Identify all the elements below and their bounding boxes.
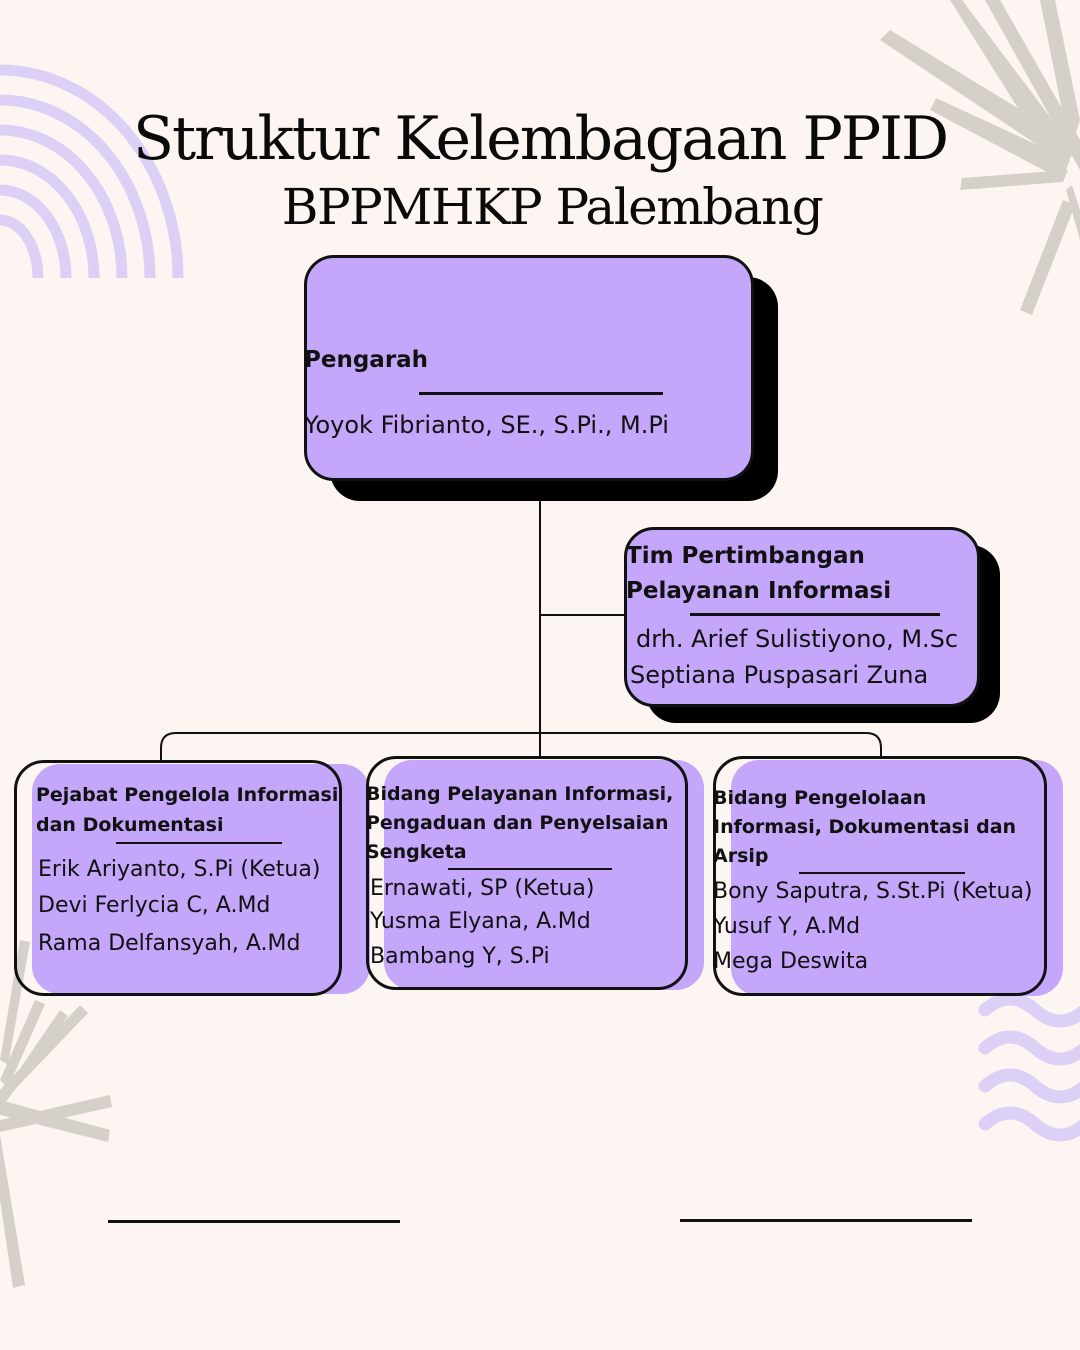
unit-heading-line: Arsip <box>713 845 769 867</box>
heading-divider <box>690 613 940 616</box>
tim-member-1: drh. Arief Sulistiyono, M.Sc <box>636 625 959 653</box>
box-pengarah: Pengarah Yoyok Fibrianto, SE., S.Pi., M.… <box>304 255 778 501</box>
unit-members: Bony Saputra, S.St.Pi (Ketua) Yusuf Y, A… <box>713 874 1055 979</box>
box-fill <box>32 764 370 994</box>
box-bidang-pengelolaan: Bidang Pengelolaan Informasi, Dokumentas… <box>713 756 1065 998</box>
tim-heading-line2: Pelayanan Informasi <box>626 578 892 604</box>
box-face <box>304 255 754 481</box>
starburst-bottom-left <box>0 940 112 1288</box>
unit-heading: Bidang Pelayanan Informasi, Pengaduan da… <box>366 780 704 867</box>
unit-member: Bony Saputra, S.St.Pi (Ketua) <box>713 879 1033 904</box>
unit-member: Devi Ferlycia C, A.Md <box>38 893 271 918</box>
unit-heading-line: Informasi, Dokumentasi dan <box>713 816 1017 838</box>
unit-member: Bambang Y, S.Pi <box>370 944 550 969</box>
branch-line-units <box>160 732 882 760</box>
tim-heading-line1: Tim Pertimbangan <box>626 543 865 569</box>
unit-member: Rama Delfansyah, A.Md <box>38 931 301 956</box>
unit-member: Erik Ariyanto, S.Pi (Ketua) <box>38 857 321 882</box>
unit-member: Yusma Elyana, A.Md <box>370 909 591 934</box>
box-outline <box>713 756 1047 996</box>
unit-heading-line: dan Dokumentasi <box>36 814 224 836</box>
box-fill <box>384 760 704 990</box>
page-title: Struktur Kelembagaan PPID <box>132 104 949 174</box>
signature-line-left <box>108 1220 400 1223</box>
waves-decoration <box>978 992 1080 1142</box>
unit-heading-line: Pejabat Pengelola Informasi <box>36 784 339 806</box>
arcs-decoration <box>0 64 184 279</box>
unit-heading: Pejabat Pengelola Informasi dan Dokument… <box>36 780 360 840</box>
tim-heading: Tim Pertimbangan Pelayanan Informasi <box>626 539 1006 609</box>
box-outline <box>14 760 342 996</box>
box-face <box>624 527 980 707</box>
box-fill <box>731 760 1063 996</box>
signature-line-right <box>680 1219 972 1222</box>
unit-members: Ernawati, SP (Ketua) Yusma Elyana, A.Md … <box>370 872 710 973</box>
box-tim-pertimbangan: Tim Pertimbangan Pelayanan Informasi drh… <box>624 527 1000 723</box>
unit-heading-line: Sengketa <box>366 841 467 863</box>
unit-heading-line: Bidang Pengelolaan <box>713 787 927 809</box>
unit-members: Erik Ariyanto, S.Pi (Ketua) Devi Ferlyci… <box>38 852 370 962</box>
unit-heading-line: Pengaduan dan Penyelsaian <box>366 812 669 834</box>
heading-divider <box>799 872 965 874</box>
unit-heading-line: Bidang Pelayanan Informasi, <box>366 783 674 805</box>
box-ppid: Pejabat Pengelola Informasi dan Dokument… <box>14 760 370 998</box>
unit-member: Ernawati, SP (Ketua) <box>370 876 595 901</box>
heading-divider <box>419 392 663 395</box>
unit-member: Mega Deswita <box>713 949 869 974</box>
starburst-top-right <box>880 0 1080 315</box>
unit-heading: Bidang Pengelolaan Informasi, Dokumentas… <box>713 784 1055 871</box>
tim-member-2: Septiana Puspasari Zuna <box>630 661 929 689</box>
pengarah-heading: Pengarah <box>304 347 429 373</box>
heading-divider <box>116 842 282 844</box>
pengarah-person: Yoyok Fibrianto, SE., S.Pi., M.Pi <box>304 411 669 439</box>
unit-member: Yusuf Y, A.Md <box>713 914 861 939</box>
box-outline <box>366 756 688 990</box>
heading-divider <box>448 868 612 870</box>
box-bidang-pelayanan: Bidang Pelayanan Informasi, Pengaduan da… <box>366 756 706 992</box>
page-subtitle: BPPMHKP Palembang <box>281 178 824 236</box>
